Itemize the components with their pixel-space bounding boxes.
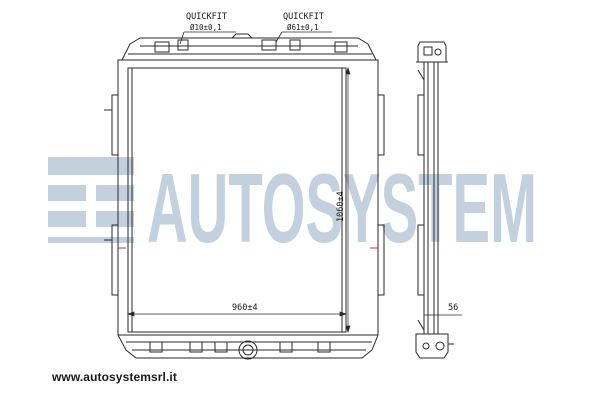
bottom-tank — [117, 334, 379, 360]
watermark: AUTOSYSTEM — [48, 153, 537, 263]
callout-leaders — [179, 31, 332, 45]
website-link[interactable]: www.autosystemsrl.it — [52, 370, 177, 384]
callout-right-label: QUICKFIT — [283, 12, 324, 22]
front-view — [104, 33, 385, 360]
callout-left-label: QUICKFIT — [186, 12, 227, 22]
callout-left-spec: Ø10±0,1 — [190, 23, 222, 32]
side-view — [415, 41, 462, 359]
dimension-width: 960±4 — [232, 303, 258, 313]
drain-outlet — [238, 340, 258, 360]
dimension-lines — [126, 66, 351, 334]
side-brackets — [104, 94, 385, 296]
top-tank — [121, 33, 377, 61]
core — [127, 67, 347, 333]
frame-outer — [117, 59, 379, 336]
callout-right-spec: Ø61±0,1 — [287, 23, 319, 32]
dimension-depth: 56 — [448, 303, 458, 313]
autosystem-logo-icon — [48, 157, 134, 243]
dimension-height: 1060±4 — [336, 191, 346, 222]
